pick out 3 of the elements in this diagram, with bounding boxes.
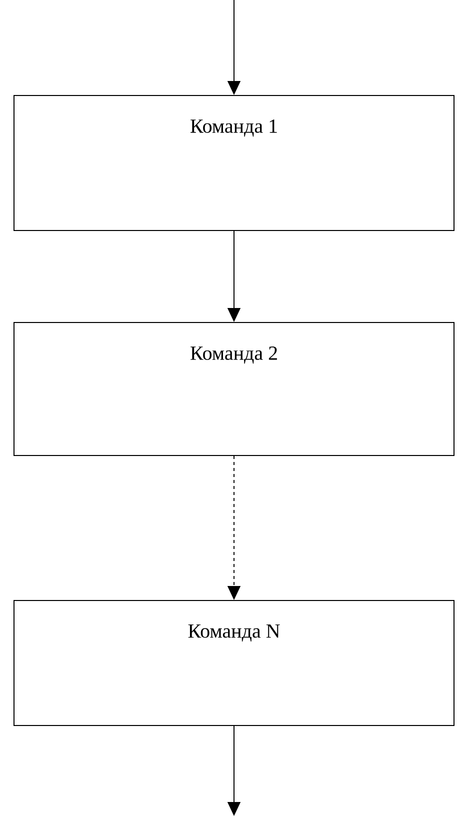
process-box: Команда 1 bbox=[14, 95, 454, 231]
process-box: Команда 2 bbox=[14, 322, 454, 456]
process-box: Команда N bbox=[14, 600, 454, 726]
